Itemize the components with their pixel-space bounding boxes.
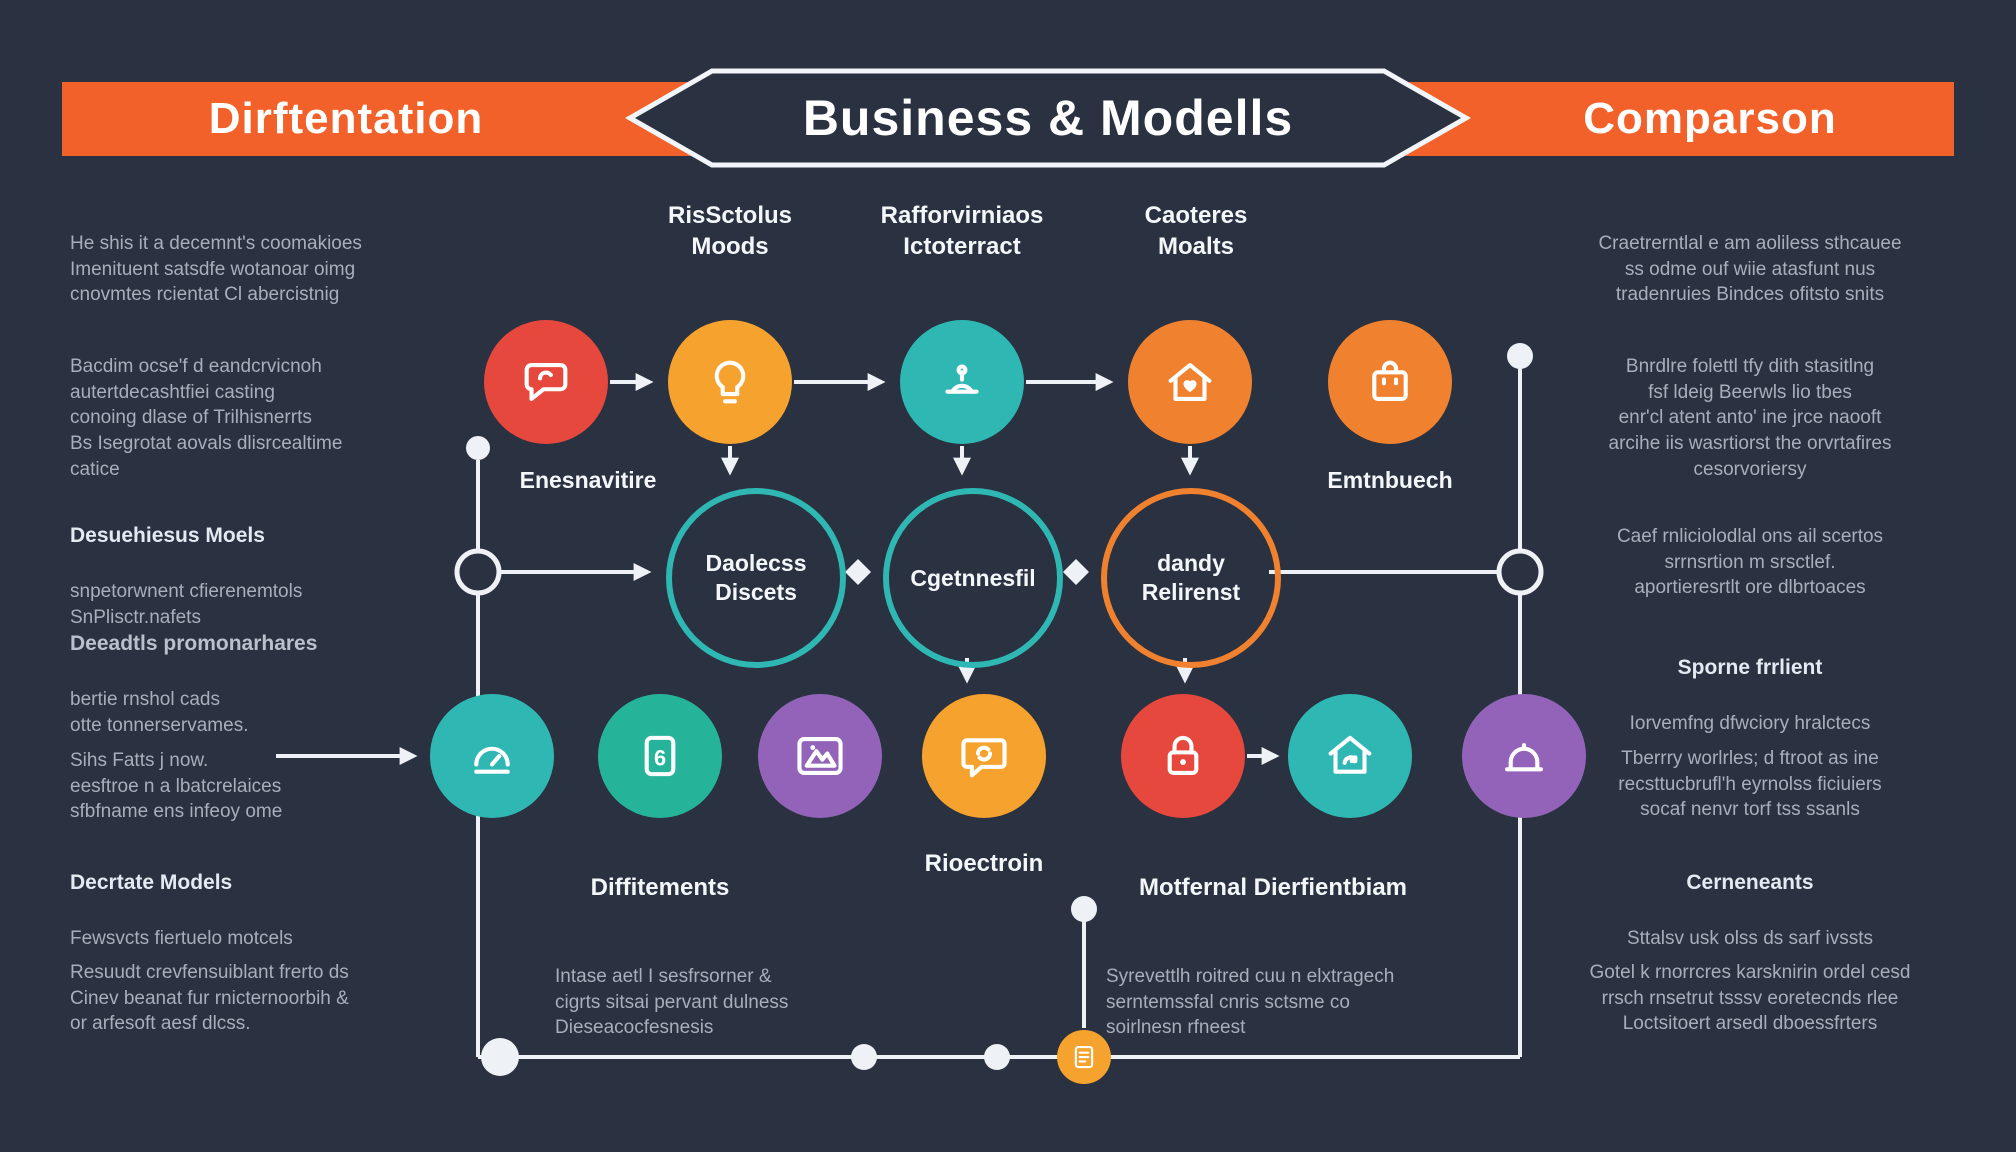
right-note-1: Craetrerntlal e am aoliless sthcauee ss … (1548, 205, 1952, 334)
banner-comparison-label: Comparson (1583, 94, 1837, 143)
bag-icon (1372, 360, 1408, 401)
junction-dot (481, 1038, 519, 1076)
node-chat-refresh (922, 694, 1046, 818)
note-text: Resuudt crevfensuiblant frerto ds Cinev … (70, 961, 349, 1035)
flow-label-mid-2: Emtnbuech (1327, 467, 1453, 493)
right-node-circle (1496, 548, 1544, 596)
gauge-icon (474, 746, 510, 774)
right-note-6: Cerneneants Sttalsv usk olss ds sarf ivs… (1548, 843, 1952, 978)
junction-dot (984, 1044, 1010, 1070)
note-text: Bnrdlre folettl tfy dith stasitlng fsf l… (1608, 355, 1892, 481)
note-title: Cerneneants (1686, 870, 1814, 894)
node-six: 6 (598, 694, 722, 818)
home-refresh-icon (1328, 735, 1372, 774)
right-note-3: Caef rnliciolodlal ons ail scertos srrns… (1548, 498, 1952, 627)
right-note-2: Bnrdlre folettl tfy dith stasitlng fsf l… (1548, 328, 1952, 509)
node-lock (1121, 694, 1245, 818)
junction-dot (1071, 896, 1097, 922)
node-ideas (484, 320, 608, 444)
right-note-7: Gotel k rnorrcres karsknirin ordel cesd … (1548, 934, 1952, 1063)
left-note-4: Deeadtls promonarhares bertie rnshol cad… (70, 604, 460, 765)
left-note-3: Desuehiesus Moels snpetorwnent cfierenem… (70, 496, 460, 657)
junction-dot (466, 436, 490, 460)
note-text: Bacdim ocse'f d eandcrvicnoh autertdecas… (70, 355, 343, 481)
six-badge-icon: 6 (644, 735, 676, 777)
node-bag (1328, 320, 1452, 444)
note-text: Fewsvcts fiertuelo motcels (70, 928, 293, 950)
flow-label-bottom-2: Rioectroin (924, 850, 1044, 877)
flow-label-bottom-1: Diffitements (590, 874, 730, 901)
left-note-6: Decrtate Models Fewsvcts fiertuelo motce… (70, 843, 460, 978)
note-text: Gotel k rnorrcres karsknirin ordel cesd … (1589, 961, 1911, 1035)
flow-label-bottom-3: Motfernal Dierfientbiam (1138, 874, 1408, 901)
list-icon (1074, 1045, 1094, 1069)
six-badge-label: 6 (654, 746, 666, 771)
flow-label-top-1: RisSctolus Moods (667, 202, 793, 261)
note-text: Intase aetl I sesfrsorner & cigrts sitsa… (555, 965, 789, 1039)
ring-stage-3: dandy Relirenst (1101, 488, 1281, 668)
note-title: Desuehiesus Moels (70, 523, 265, 547)
note-text: Iorvemfng dfwciory hralctecs (1629, 713, 1871, 735)
lock-icon (1167, 735, 1199, 775)
note-text: Craetrerntlal e am aoliless sthcauee ss … (1598, 232, 1902, 306)
chat-refresh-icon (961, 738, 1007, 778)
note-text: Sihs Fatts j now. eesftroe n a lbatcrela… (70, 749, 283, 823)
bulb-icon (714, 360, 746, 404)
bottom-note-1: Intase aetl I sesfrsorner & cigrts sitsa… (555, 938, 895, 1067)
banner-comparison: Comparson (1390, 82, 1954, 156)
junction-dot (851, 1044, 877, 1070)
node-dome (1462, 694, 1586, 818)
node-list (1057, 1030, 1111, 1084)
left-node-circle (454, 548, 502, 596)
left-note-1: He shis it a decemnt's coomakioes Imenit… (70, 205, 460, 334)
note-text: Caef rnliciolodlal ons ail scertos srrns… (1616, 525, 1884, 599)
flow-label-mid-1: Enesnavitire (519, 467, 657, 493)
note-text: bertie rnshol cads otte tonnerservames. (70, 689, 249, 737)
right-note-5: Tberrry worlrles; d ftroot as ine recstt… (1548, 720, 1952, 849)
note-title: Deeadtls promonarhares (70, 631, 318, 655)
banner-differentiation: Dirftentation (62, 82, 702, 156)
node-home (1128, 320, 1252, 444)
right-note-4: Sporne frrlient Iorvemfng dfwciory hralc… (1548, 628, 1952, 763)
left-note-7: Resuudt crevfensuiblant frerto ds Cinev … (70, 934, 470, 1063)
note-title: Decrtate Models (70, 870, 233, 894)
note-title: Sporne frrlient (1677, 655, 1823, 679)
node-mountains (758, 694, 882, 818)
junction-dot (1507, 343, 1533, 369)
flow-label-top-3: Caoteres Moalts (1144, 202, 1248, 261)
diamond-connector (1063, 559, 1089, 585)
page-title: Business & Modells (802, 90, 1294, 146)
note-text: Tberrry worlrles; d ftroot as ine recstt… (1618, 747, 1882, 821)
ring-stage-2: Cgetnnesfil (883, 488, 1063, 668)
note-text: He shis it a decemnt's coomakioes Imenit… (70, 232, 362, 306)
node-gauge (430, 694, 554, 818)
ring-stage-1: Daolecss Discets (666, 488, 846, 668)
banner-differentiation-label: Dirftentation (208, 94, 484, 143)
flow-label-top-2: Rafforvirniaos Ictoterract (880, 202, 1044, 261)
bottom-note-2: Syrevettlh roitred cuu n elxtragech sern… (1106, 938, 1496, 1067)
note-text: Syrevettlh roitred cuu n elxtragech sern… (1106, 965, 1395, 1039)
left-note-2: Bacdim ocse'f d eandcrvicnoh autertdecas… (70, 328, 460, 509)
node-insight (668, 320, 792, 444)
mountains-icon (797, 737, 843, 775)
note-text: Sttalsv usk olss ds sarf ivssts (1626, 928, 1873, 950)
home-heart-icon (1168, 363, 1212, 401)
diamond-connector (845, 559, 871, 585)
scale-icon (945, 364, 979, 394)
note-text: snpetorwnent cfierenemtols SnPlisctr.naf… (70, 581, 303, 629)
chat-icon (524, 363, 568, 401)
dome-icon (1505, 743, 1543, 772)
node-home-refresh (1288, 694, 1412, 818)
left-note-5: Sihs Fatts j now. eesftroe n a lbatcrela… (70, 722, 460, 851)
node-balance (900, 320, 1024, 444)
